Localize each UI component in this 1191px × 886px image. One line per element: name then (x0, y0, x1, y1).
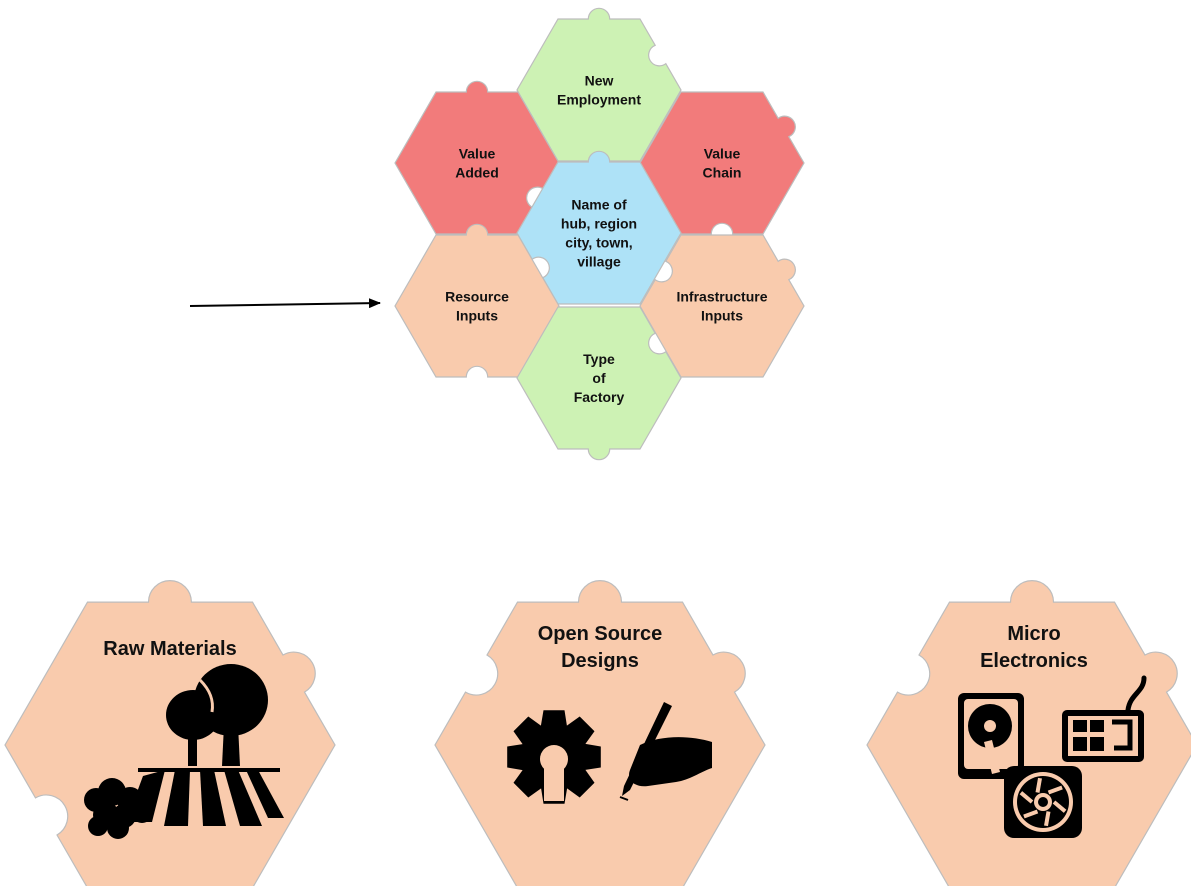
hex-type-of-factory-shape (516, 306, 682, 461)
tile-micro-electronics-shape (866, 580, 1191, 886)
hard-drive-icon (958, 693, 1024, 779)
cooling-fan-icon (1004, 766, 1082, 838)
tile-micro-electronics-label: Micro (1007, 623, 1060, 645)
hex-hub-name (516, 150, 682, 305)
hex-value-chain-shape (639, 91, 805, 235)
tile-raw-materials-shape (4, 580, 336, 886)
hex-infrastructure-inputs-shape (639, 234, 805, 378)
hex-resource-inputs-label: Resource (445, 289, 509, 305)
hex-cluster (394, 7, 805, 461)
hex-resource-inputs-label: Inputs (456, 308, 498, 324)
hex-value-chain (639, 91, 805, 235)
trees-icon (166, 664, 268, 766)
farm-field-icon (126, 768, 284, 826)
tile-open-source-designs-label: Designs (561, 650, 639, 672)
hex-infrastructure-inputs (639, 234, 805, 378)
hex-value-chain-label: Chain (703, 165, 742, 181)
hex-hub-name-label: city, town, (565, 235, 632, 251)
tile-raw-materials-label: Raw Materials (103, 638, 236, 660)
hex-infrastructure-inputs-label: Infrastructure (676, 289, 767, 305)
hex-new-employment-label: Employment (557, 92, 641, 108)
pointer-arrow (189, 298, 381, 309)
hex-new-employment-label: New (585, 73, 614, 89)
tile-open-source-designs-shape (434, 580, 766, 886)
tile-micro-electronics-label: Electronics (980, 650, 1088, 672)
hand-writing-icon (619, 702, 712, 801)
circuit-board-icon (1062, 675, 1147, 762)
hex-hub-name-shape (516, 150, 682, 305)
tile-open-source-designs-label: Open Source (538, 623, 662, 645)
hex-value-added-label: Added (455, 165, 499, 181)
hex-type-of-factory (516, 306, 682, 461)
hex-value-added-label: Value (459, 146, 496, 162)
hex-hub-name-label: hub, region (561, 216, 637, 232)
tile-raw-materials: Raw Materials (4, 580, 336, 886)
hex-hub-name-label: village (577, 254, 621, 270)
rocks-icon (84, 778, 153, 839)
hex-hub-name-label: Name of (571, 197, 627, 213)
hex-new-employment-shape (516, 7, 682, 162)
hex-value-chain-label: Value (704, 146, 741, 162)
open-source-gear-icon (507, 710, 601, 804)
hex-type-of-factory-label: Type (583, 351, 615, 367)
hex-type-of-factory-label: Factory (574, 389, 625, 405)
hex-new-employment (516, 7, 682, 162)
hex-type-of-factory-label: of (592, 370, 606, 386)
hex-infrastructure-inputs-label: Inputs (701, 308, 743, 324)
